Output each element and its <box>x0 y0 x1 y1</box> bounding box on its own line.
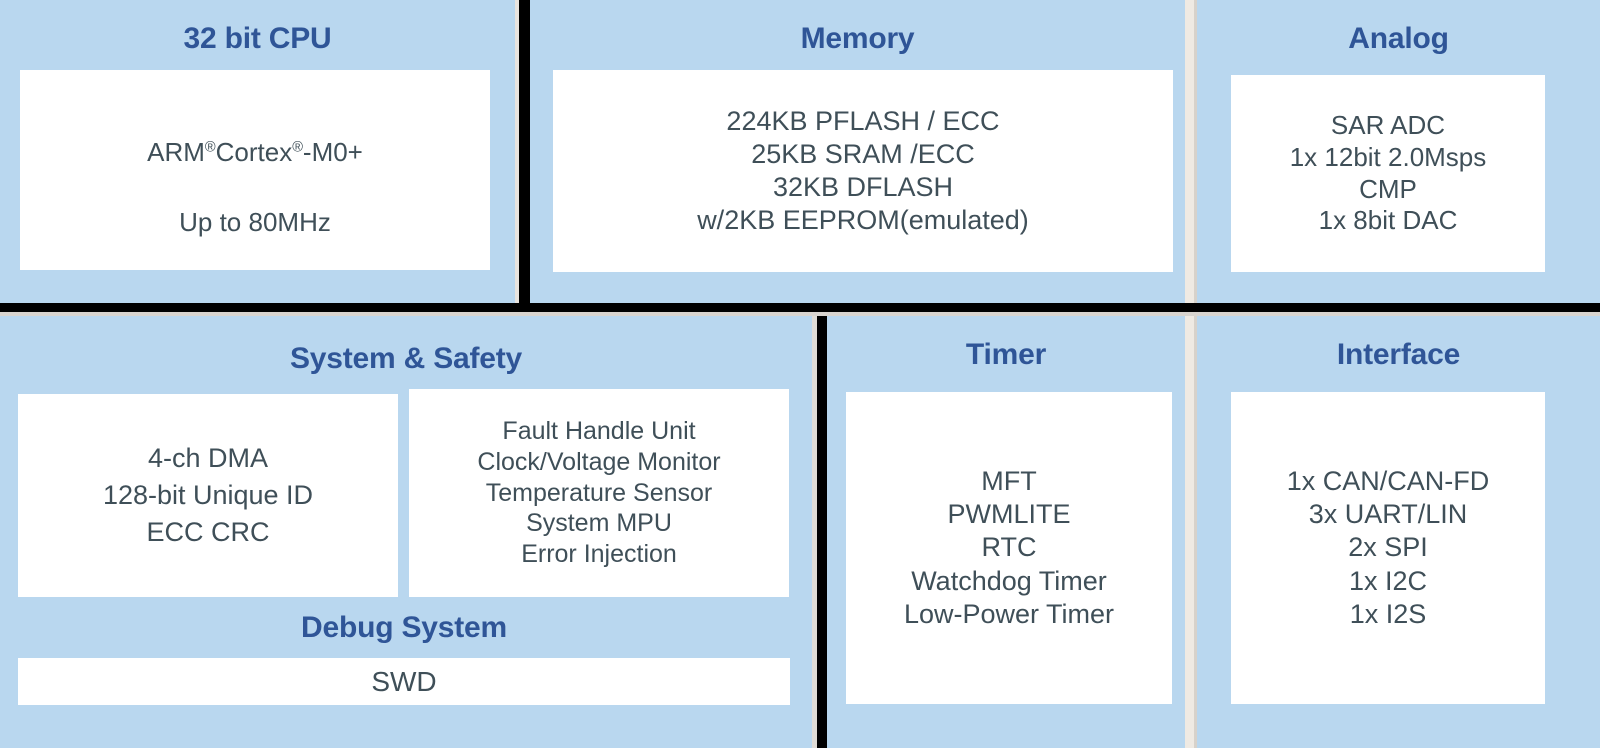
divider-black-system-timer <box>817 316 827 748</box>
card-system-right: Fault Handle Unit Clock/Voltage Monitor … <box>409 389 789 597</box>
block-title-analog: Analog <box>1348 22 1449 55</box>
card-timer: MFT PWMLITE RTC Watchdog Timer Low-Power… <box>846 392 1172 704</box>
card-cpu: ARM®Cortex®-M0+ Up to 80MHz <box>20 70 490 270</box>
card-timer-text: MFT PWMLITE RTC Watchdog Timer Low-Power… <box>903 465 1115 629</box>
card-debug-swd-text: SWD <box>371 665 437 697</box>
card-memory: 224KB PFLASH / ECC 25KB SRAM /ECC 32KB D… <box>553 70 1173 272</box>
block-title-interface: Interface <box>1336 338 1461 371</box>
block-title-cpu: 32 bit CPU <box>183 22 332 55</box>
divider-black-rows <box>0 303 1600 312</box>
card-cpu-text: ARM®Cortex®-M0+ Up to 80MHz <box>141 99 369 240</box>
card-memory-text: 224KB PFLASH / ECC 25KB SRAM /ECC 32KB D… <box>697 105 1029 236</box>
divider-black-cpu-memory <box>519 0 530 308</box>
card-analog-text: SAR ADC 1x 12bit 2.0Msps CMP 1x 8bit DAC <box>1289 109 1487 236</box>
card-analog: SAR ADC 1x 12bit 2.0Msps CMP 1x 8bit DAC <box>1231 75 1545 272</box>
block-title-debug-system: Debug System <box>301 611 507 644</box>
card-system-right-text: Fault Handle Unit Clock/Voltage Monitor … <box>477 417 721 569</box>
divider-light-cpu-memory <box>515 0 519 308</box>
divider-light-system-timer <box>812 316 819 748</box>
card-interface: 1x CAN/CAN-FD 3x UART/LIN 2x SPI 1x I2C … <box>1231 392 1545 704</box>
block-title-system-safety: System & Safety <box>289 342 523 375</box>
card-interface-text: 1x CAN/CAN-FD 3x UART/LIN 2x SPI 1x I2C … <box>1286 465 1490 629</box>
card-debug-swd: SWD <box>18 658 790 705</box>
card-system-left: 4-ch DMA 128-bit Unique ID ECC CRC <box>18 394 398 597</box>
registered-icon-1: ® <box>204 138 216 155</box>
divider-hairline-memory-analog <box>1194 0 1197 308</box>
block-title-timer: Timer <box>965 338 1047 371</box>
cpu-line1: ARM®Cortex®-M0+ <box>147 136 363 167</box>
registered-icon-2: ® <box>292 138 303 155</box>
divider-light-rows <box>0 312 1600 316</box>
block-title-memory: Memory <box>800 22 915 55</box>
cpu-line2: Up to 80MHz <box>179 207 331 238</box>
divider-hairline-timer-interface <box>1194 316 1197 748</box>
card-system-left-text: 4-ch DMA 128-bit Unique ID ECC CRC <box>102 443 314 547</box>
